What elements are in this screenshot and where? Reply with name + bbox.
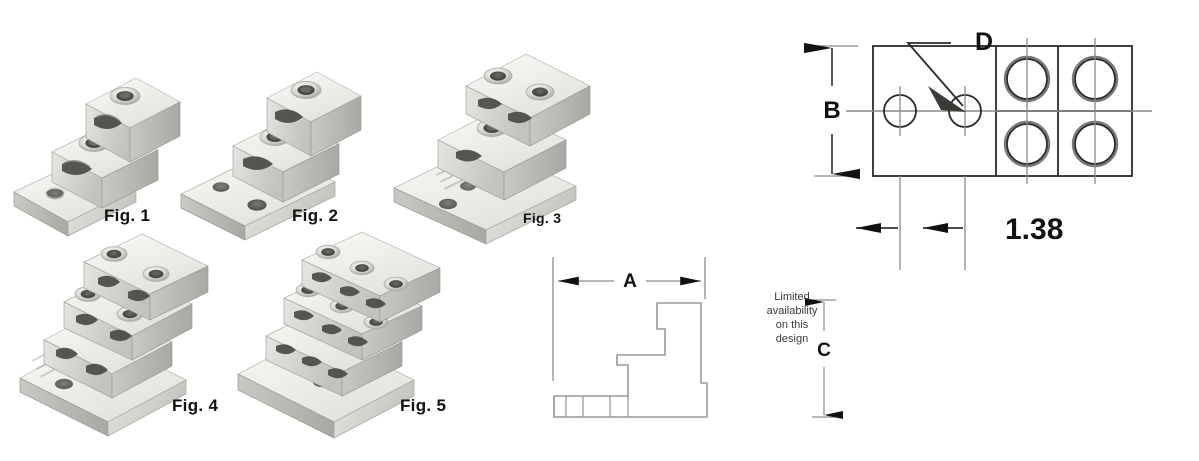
figure-label-2: Fig. 2: [292, 206, 339, 225]
figure-label-3: Fig. 3: [523, 210, 562, 226]
side-profile-dimension-drawing: A Limited availability on this design C: [540, 255, 850, 440]
note-line-3: on this: [776, 319, 809, 331]
dimension-a-label: A: [623, 271, 637, 292]
figure-label-1: Fig. 1: [104, 206, 151, 225]
figure-label-5: Fig. 5: [400, 396, 447, 415]
lug-figure-4: [19, 232, 250, 437]
lug-figure-1: [8, 42, 198, 237]
note-line-4: design: [776, 333, 808, 345]
dimension-c-label: C: [817, 340, 831, 361]
lug-figure-5: [232, 231, 482, 439]
note-line-1: Limited: [774, 291, 809, 303]
dimension-spacing-value: 1.38: [1005, 213, 1063, 246]
dimension-b-label: B: [823, 97, 840, 124]
dimension-d-label: D: [975, 28, 993, 56]
lug-figure-3: [380, 40, 610, 245]
figure-label-4: Fig. 4: [172, 396, 219, 415]
note-line-2: availability: [767, 305, 818, 317]
lug-figure-2: [175, 42, 385, 242]
top-view-dimension-drawing: B: [800, 28, 1199, 270]
